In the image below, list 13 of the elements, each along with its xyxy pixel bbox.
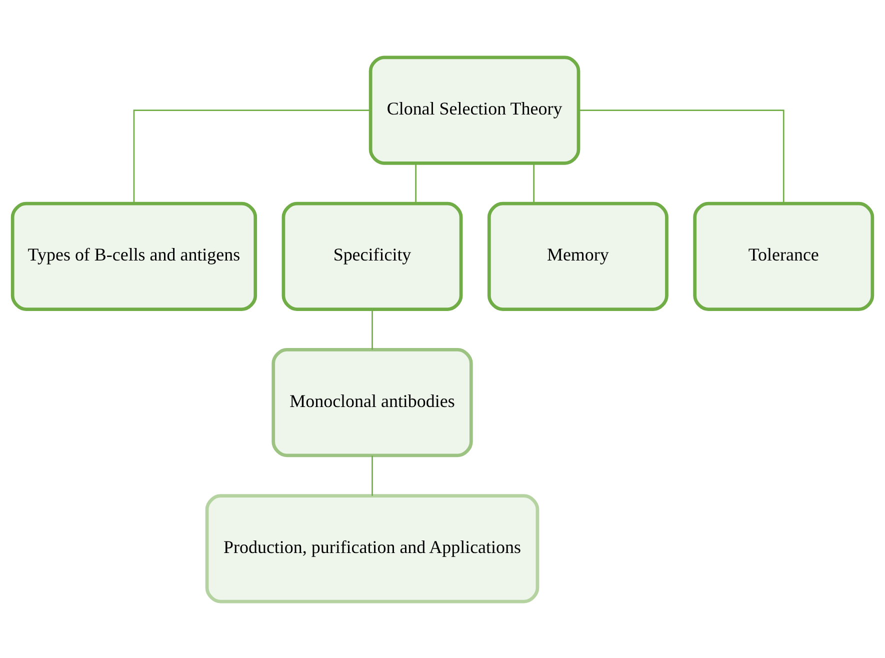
node-box: Clonal Selection Theory (368, 55, 580, 164)
node-box: Production, purification and Applications (205, 494, 540, 603)
connector (578, 109, 784, 203)
node-box: Types of B-cells and antigens (10, 201, 258, 310)
node-box: Specificity (282, 201, 463, 310)
node-box: Memory (487, 201, 668, 310)
node-box: Monoclonal antibodies (272, 348, 473, 457)
connector (533, 163, 534, 204)
connector (372, 309, 373, 350)
node-box: Tolerance (693, 201, 874, 310)
connector (133, 109, 370, 203)
connector (372, 455, 373, 496)
connector (415, 163, 416, 204)
